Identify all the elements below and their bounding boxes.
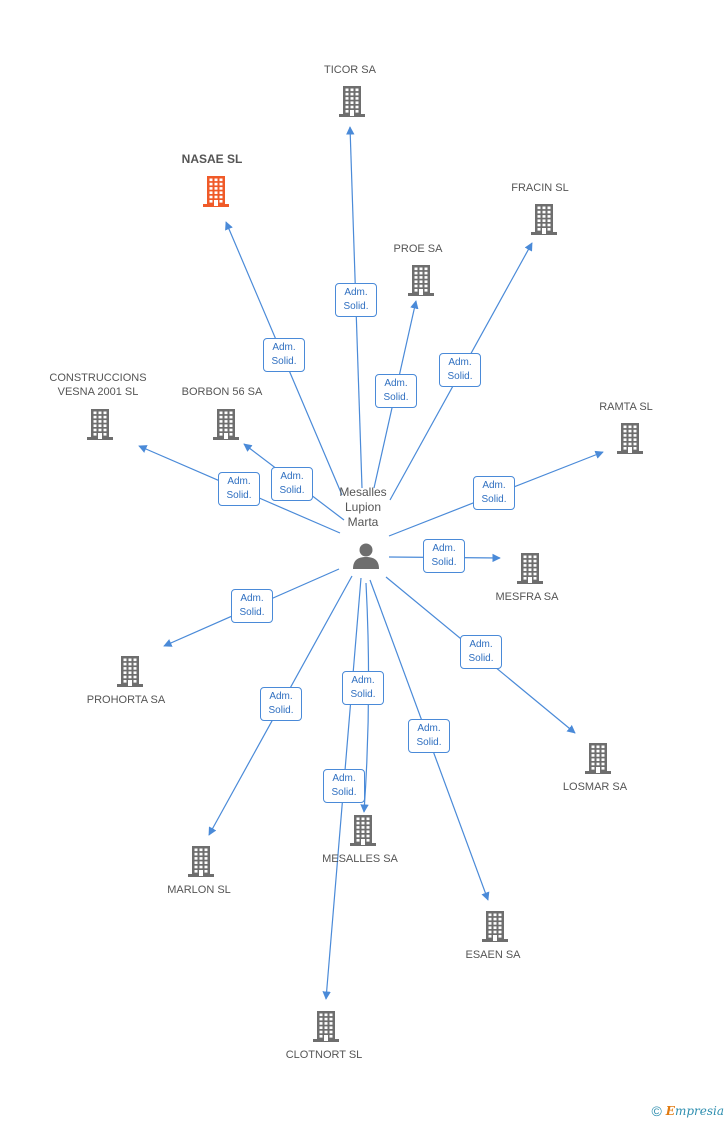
edge-label-prohorta: Adm. Solid. xyxy=(231,589,273,623)
edge-label-line-1: Adm. xyxy=(227,476,251,487)
edge-label-line-1: Adm. xyxy=(469,639,493,650)
building-icon[interactable] xyxy=(84,407,116,446)
edge-label-line-2: Solid. xyxy=(350,689,376,700)
edge-label-line-2: Solid. xyxy=(239,607,265,618)
edge-label-line-1: Adm. xyxy=(432,543,456,554)
edge-label-line-1: Adm. xyxy=(332,773,356,784)
edge-label-line-1: Adm. xyxy=(384,378,408,389)
building-icon[interactable] xyxy=(479,909,511,948)
edge-label-line-1: Adm. xyxy=(280,471,304,482)
edge-label-line-1: Adm. xyxy=(272,342,296,353)
edge-label-esaen: Adm. Solid. xyxy=(408,719,450,753)
edge-label-line-2: Solid. xyxy=(447,371,473,382)
building-icon[interactable] xyxy=(185,844,217,883)
edge-label-ramta: Adm. Solid. xyxy=(473,476,515,510)
footer-brand: © Empresia xyxy=(651,1103,724,1119)
company-label-prohorta[interactable]: PROHORTA SA xyxy=(86,694,166,706)
company-label-construccions[interactable]: CONSTRUCCIONS VESNA 2001 SL xyxy=(49,372,147,398)
edge-label-borbon: Adm. Solid. xyxy=(271,467,313,501)
company-label-proe[interactable]: PROE SA xyxy=(393,243,443,255)
edge-label-line-1: Adm. xyxy=(240,593,264,604)
edge-label-line-2: Solid. xyxy=(279,485,305,496)
company-label-losmar[interactable]: LOSMAR SA xyxy=(562,781,628,793)
building-icon[interactable] xyxy=(336,84,368,123)
edge-label-line-2: Solid. xyxy=(468,653,494,664)
person-icon[interactable] xyxy=(351,541,381,571)
edge-label-mesfra: Adm. Solid. xyxy=(423,539,465,573)
edge-label-line-2: Solid. xyxy=(268,705,294,716)
edge-label-fracin: Adm. Solid. xyxy=(439,353,481,387)
brand-logo[interactable]: Empresia xyxy=(665,1104,724,1118)
copyright-icon: © xyxy=(651,1103,662,1119)
company-label-ramta[interactable]: RAMTA SL xyxy=(599,401,653,413)
edge-label-line-1: Adm. xyxy=(417,723,441,734)
edge-label-line-2: Solid. xyxy=(226,490,252,501)
edge-label-line-1: Adm. xyxy=(344,287,368,298)
edge-label-proe: Adm. Solid. xyxy=(375,374,417,408)
company-label-nasae[interactable]: NASAE SL xyxy=(181,152,243,166)
edge-label-marlon: Adm. Solid. xyxy=(260,687,302,721)
company-label-marlon[interactable]: MARLON SL xyxy=(167,884,231,896)
building-icon[interactable] xyxy=(114,654,146,693)
person-name-line-2: Lupion xyxy=(344,500,382,514)
edge-label-line-1: Adm. xyxy=(448,357,472,368)
edge-label-losmar: Adm. Solid. xyxy=(460,635,502,669)
edge-label-nasae: Adm. Solid. xyxy=(263,338,305,372)
building-icon[interactable] xyxy=(582,741,614,780)
edge-label-line-2: Solid. xyxy=(431,557,457,568)
edge-label-line-2: Solid. xyxy=(271,356,297,367)
building-icon[interactable] xyxy=(200,174,232,213)
building-icon[interactable] xyxy=(347,813,379,852)
building-icon[interactable] xyxy=(210,407,242,446)
edge-label-line-2: Solid. xyxy=(416,737,442,748)
edge-label-line-2: Solid. xyxy=(481,494,507,505)
edge-label-line-1: Adm. xyxy=(351,675,375,686)
person-name-line-3: Marta xyxy=(347,515,379,529)
edge-label-ticor: Adm. Solid. xyxy=(335,283,377,317)
company-label-mesfra[interactable]: MESFRA SA xyxy=(495,591,559,603)
company-label-esaen[interactable]: ESAEN SA xyxy=(465,949,521,961)
company-label-borbon[interactable]: BORBON 56 SA xyxy=(181,386,263,398)
edge-label-line-2: Solid. xyxy=(343,301,369,312)
person-name-line-1: Mesalles xyxy=(339,485,387,499)
company-label-fracin[interactable]: FRACIN SL xyxy=(511,182,569,194)
building-icon[interactable] xyxy=(528,202,560,241)
edge-label-line-2: Solid. xyxy=(331,787,357,798)
edge-label-construccions: Adm. Solid. xyxy=(218,472,260,506)
company-label-clotnort[interactable]: CLOTNORT SL xyxy=(285,1049,363,1061)
edge-label-mesalles: Adm. Solid. xyxy=(342,671,384,705)
building-icon[interactable] xyxy=(310,1009,342,1048)
edge-label-line-2: Solid. xyxy=(383,392,409,403)
company-label-mesalles[interactable]: MESALLES SA xyxy=(322,853,398,865)
edge-label-clotnort: Adm. Solid. xyxy=(323,769,365,803)
company-label-ticor[interactable]: TICOR SA xyxy=(324,64,376,76)
person-name: Mesalles Lupion Marta xyxy=(318,485,408,530)
edge-label-line-1: Adm. xyxy=(269,691,293,702)
building-icon[interactable] xyxy=(614,421,646,460)
building-icon[interactable] xyxy=(405,263,437,302)
edge-label-line-1: Adm. xyxy=(482,480,506,491)
building-icon[interactable] xyxy=(514,551,546,590)
